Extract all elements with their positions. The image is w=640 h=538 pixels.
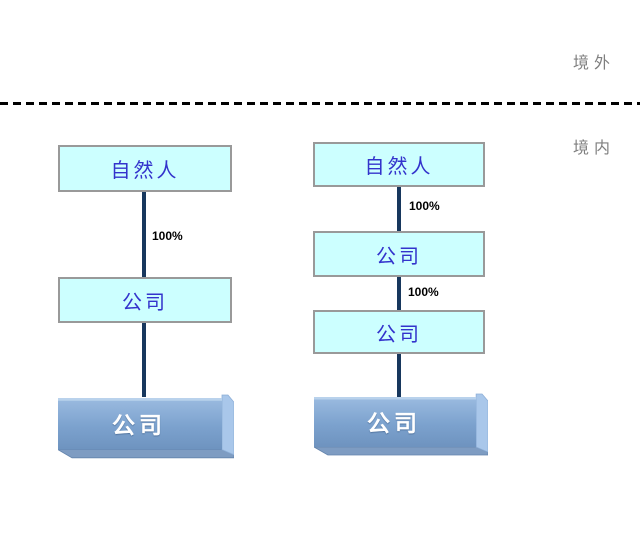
company-3d-bottom-face — [314, 446, 488, 456]
right-node-company-3d: 公司 — [314, 391, 488, 461]
company-3d-front-face — [58, 398, 222, 450]
right-node-company-1: 公司 — [313, 231, 485, 277]
right-ownership-percent-1: 100% — [409, 199, 440, 213]
right-node-company-3d-label: 公司 — [367, 411, 421, 436]
company-3d-top-highlight — [314, 397, 477, 400]
onshore-label: 境内 — [573, 140, 616, 157]
left-ownership-line-1 — [142, 192, 146, 277]
company-3d-top-highlight — [58, 398, 222, 401]
right-node-company-2: 公司 — [313, 310, 485, 354]
right-ownership-line-1 — [397, 187, 401, 231]
left-node-company-3d: 公司 — [58, 392, 234, 464]
right-ownership-percent-2: 100% — [408, 285, 439, 299]
right-node-natural-person: 自然人 — [313, 142, 485, 187]
company-3d-right-face — [475, 393, 488, 453]
company-3d-front-face — [314, 397, 477, 447]
left-node-company-3d-label: 公司 — [112, 413, 166, 438]
offshore-label: 境外 — [573, 55, 616, 72]
left-ownership-line-2 — [142, 323, 146, 397]
left-node-company: 公司 — [58, 277, 232, 323]
right-ownership-line-3 — [397, 354, 401, 397]
left-ownership-percent-1: 100% — [152, 229, 183, 243]
left-node-natural-person: 自然人 — [58, 145, 232, 192]
company-3d-shape — [58, 394, 234, 459]
company-3d-right-face — [221, 394, 234, 456]
company-3d-bottom-face — [58, 449, 234, 459]
right-ownership-line-2 — [397, 277, 401, 310]
company-3d-shape — [314, 393, 488, 456]
border-divider-line — [0, 102, 640, 105]
